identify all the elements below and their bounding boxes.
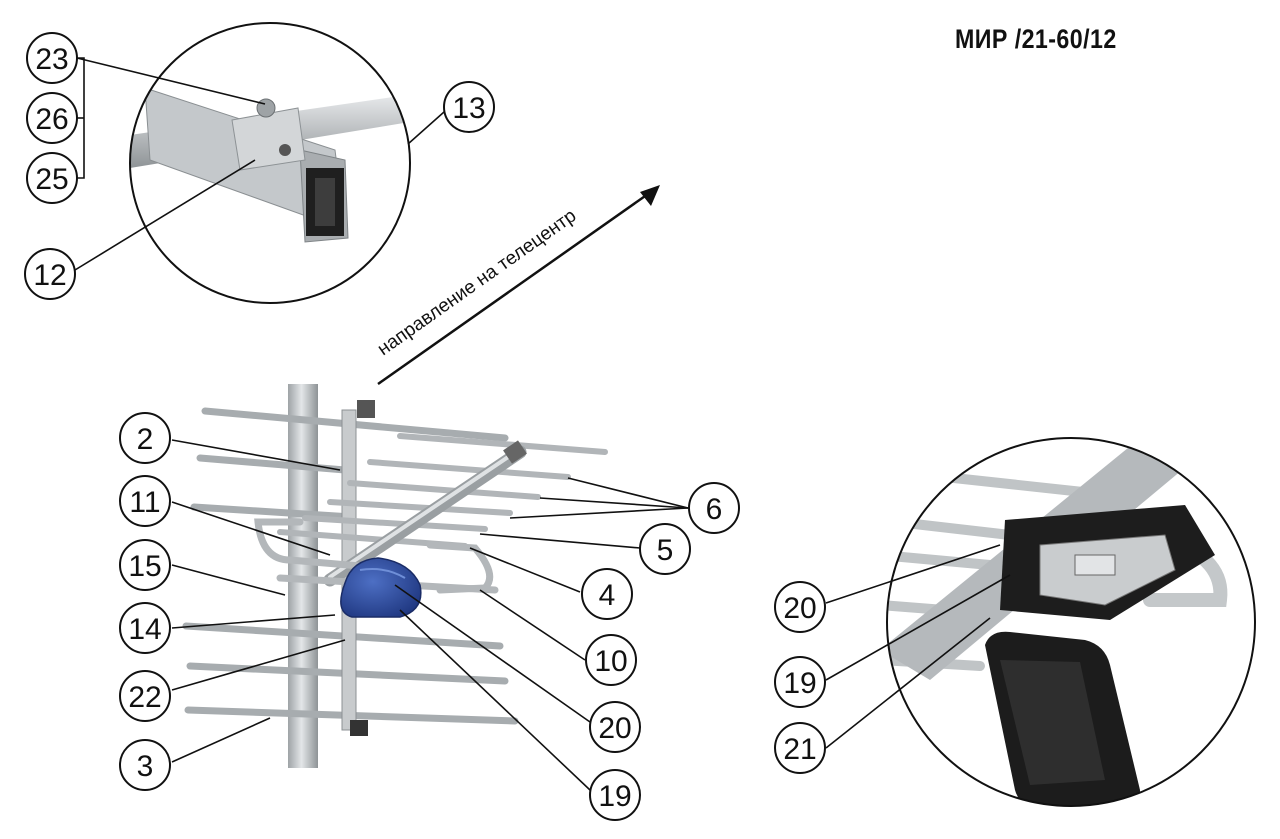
callout-label-3: 3: [137, 750, 154, 783]
boom-end-cap: [503, 440, 527, 464]
callout-4: [581, 568, 633, 620]
callout-19-right: [774, 656, 826, 708]
callout-22: [119, 670, 171, 722]
callout-label-2: 2: [137, 423, 154, 456]
callout-label-20: 20: [598, 712, 631, 745]
callout-19: [589, 769, 641, 821]
callout-20-right: [774, 581, 826, 633]
director-rods: [277, 433, 608, 549]
callout-label-22: 22: [128, 681, 161, 714]
callout-label-11: 11: [129, 486, 160, 519]
callout-label-12: 12: [33, 259, 66, 292]
callout-label-14: 14: [128, 613, 161, 646]
boom: [323, 445, 527, 587]
detail-boom-mount: [129, 22, 411, 304]
callout-label-10: 10: [594, 645, 627, 678]
callout-3: [119, 739, 171, 791]
callout-15: [119, 539, 171, 591]
model-title: МИР /21-60/12: [955, 24, 1117, 54]
inset-bolt: [256, 98, 276, 118]
direction-label: направление на телецентр: [374, 205, 581, 360]
callout-label-23: 23: [35, 43, 68, 76]
callout-23: [26, 32, 78, 84]
amplifier-housing: [340, 557, 422, 618]
callout-labels: 23 26 25 12 13 2 11 15 14 22 3 6 5 4 10 …: [33, 43, 816, 813]
bracket-bottom-cap: [350, 720, 368, 736]
detail-amplifier-box: [886, 437, 1256, 807]
callout-label-13: 13: [452, 92, 485, 125]
callouts: [24, 32, 826, 821]
callout-12: [24, 248, 76, 300]
callout-26: [26, 92, 78, 144]
callout-label-26: 26: [35, 103, 68, 136]
leader-lines: [74, 57, 1011, 791]
callout-13: [443, 81, 495, 133]
callout-label-20-right: 20: [783, 592, 816, 625]
callout-11: [119, 475, 171, 527]
callout-label-25: 25: [35, 163, 68, 196]
bracket-top-cap: [357, 400, 375, 418]
callout-21: [774, 722, 826, 774]
callout-label-21: 21: [783, 733, 816, 766]
callout-label-19: 19: [598, 780, 631, 813]
callout-label-5: 5: [657, 534, 674, 567]
callout-20: [589, 701, 641, 753]
callout-6: [688, 482, 740, 534]
callout-5: [639, 523, 691, 575]
callout-14: [119, 602, 171, 654]
callout-label-6: 6: [706, 493, 723, 526]
callout-label-4: 4: [599, 579, 616, 612]
callout-10: [585, 634, 637, 686]
direction-arrow: направление на телецентр: [374, 185, 660, 386]
callout-label-19-right: 19: [783, 667, 816, 700]
callout-label-15: 15: [128, 550, 161, 583]
callout-2: [119, 412, 171, 464]
callout-25: [26, 152, 78, 204]
antenna-main: [182, 384, 608, 768]
